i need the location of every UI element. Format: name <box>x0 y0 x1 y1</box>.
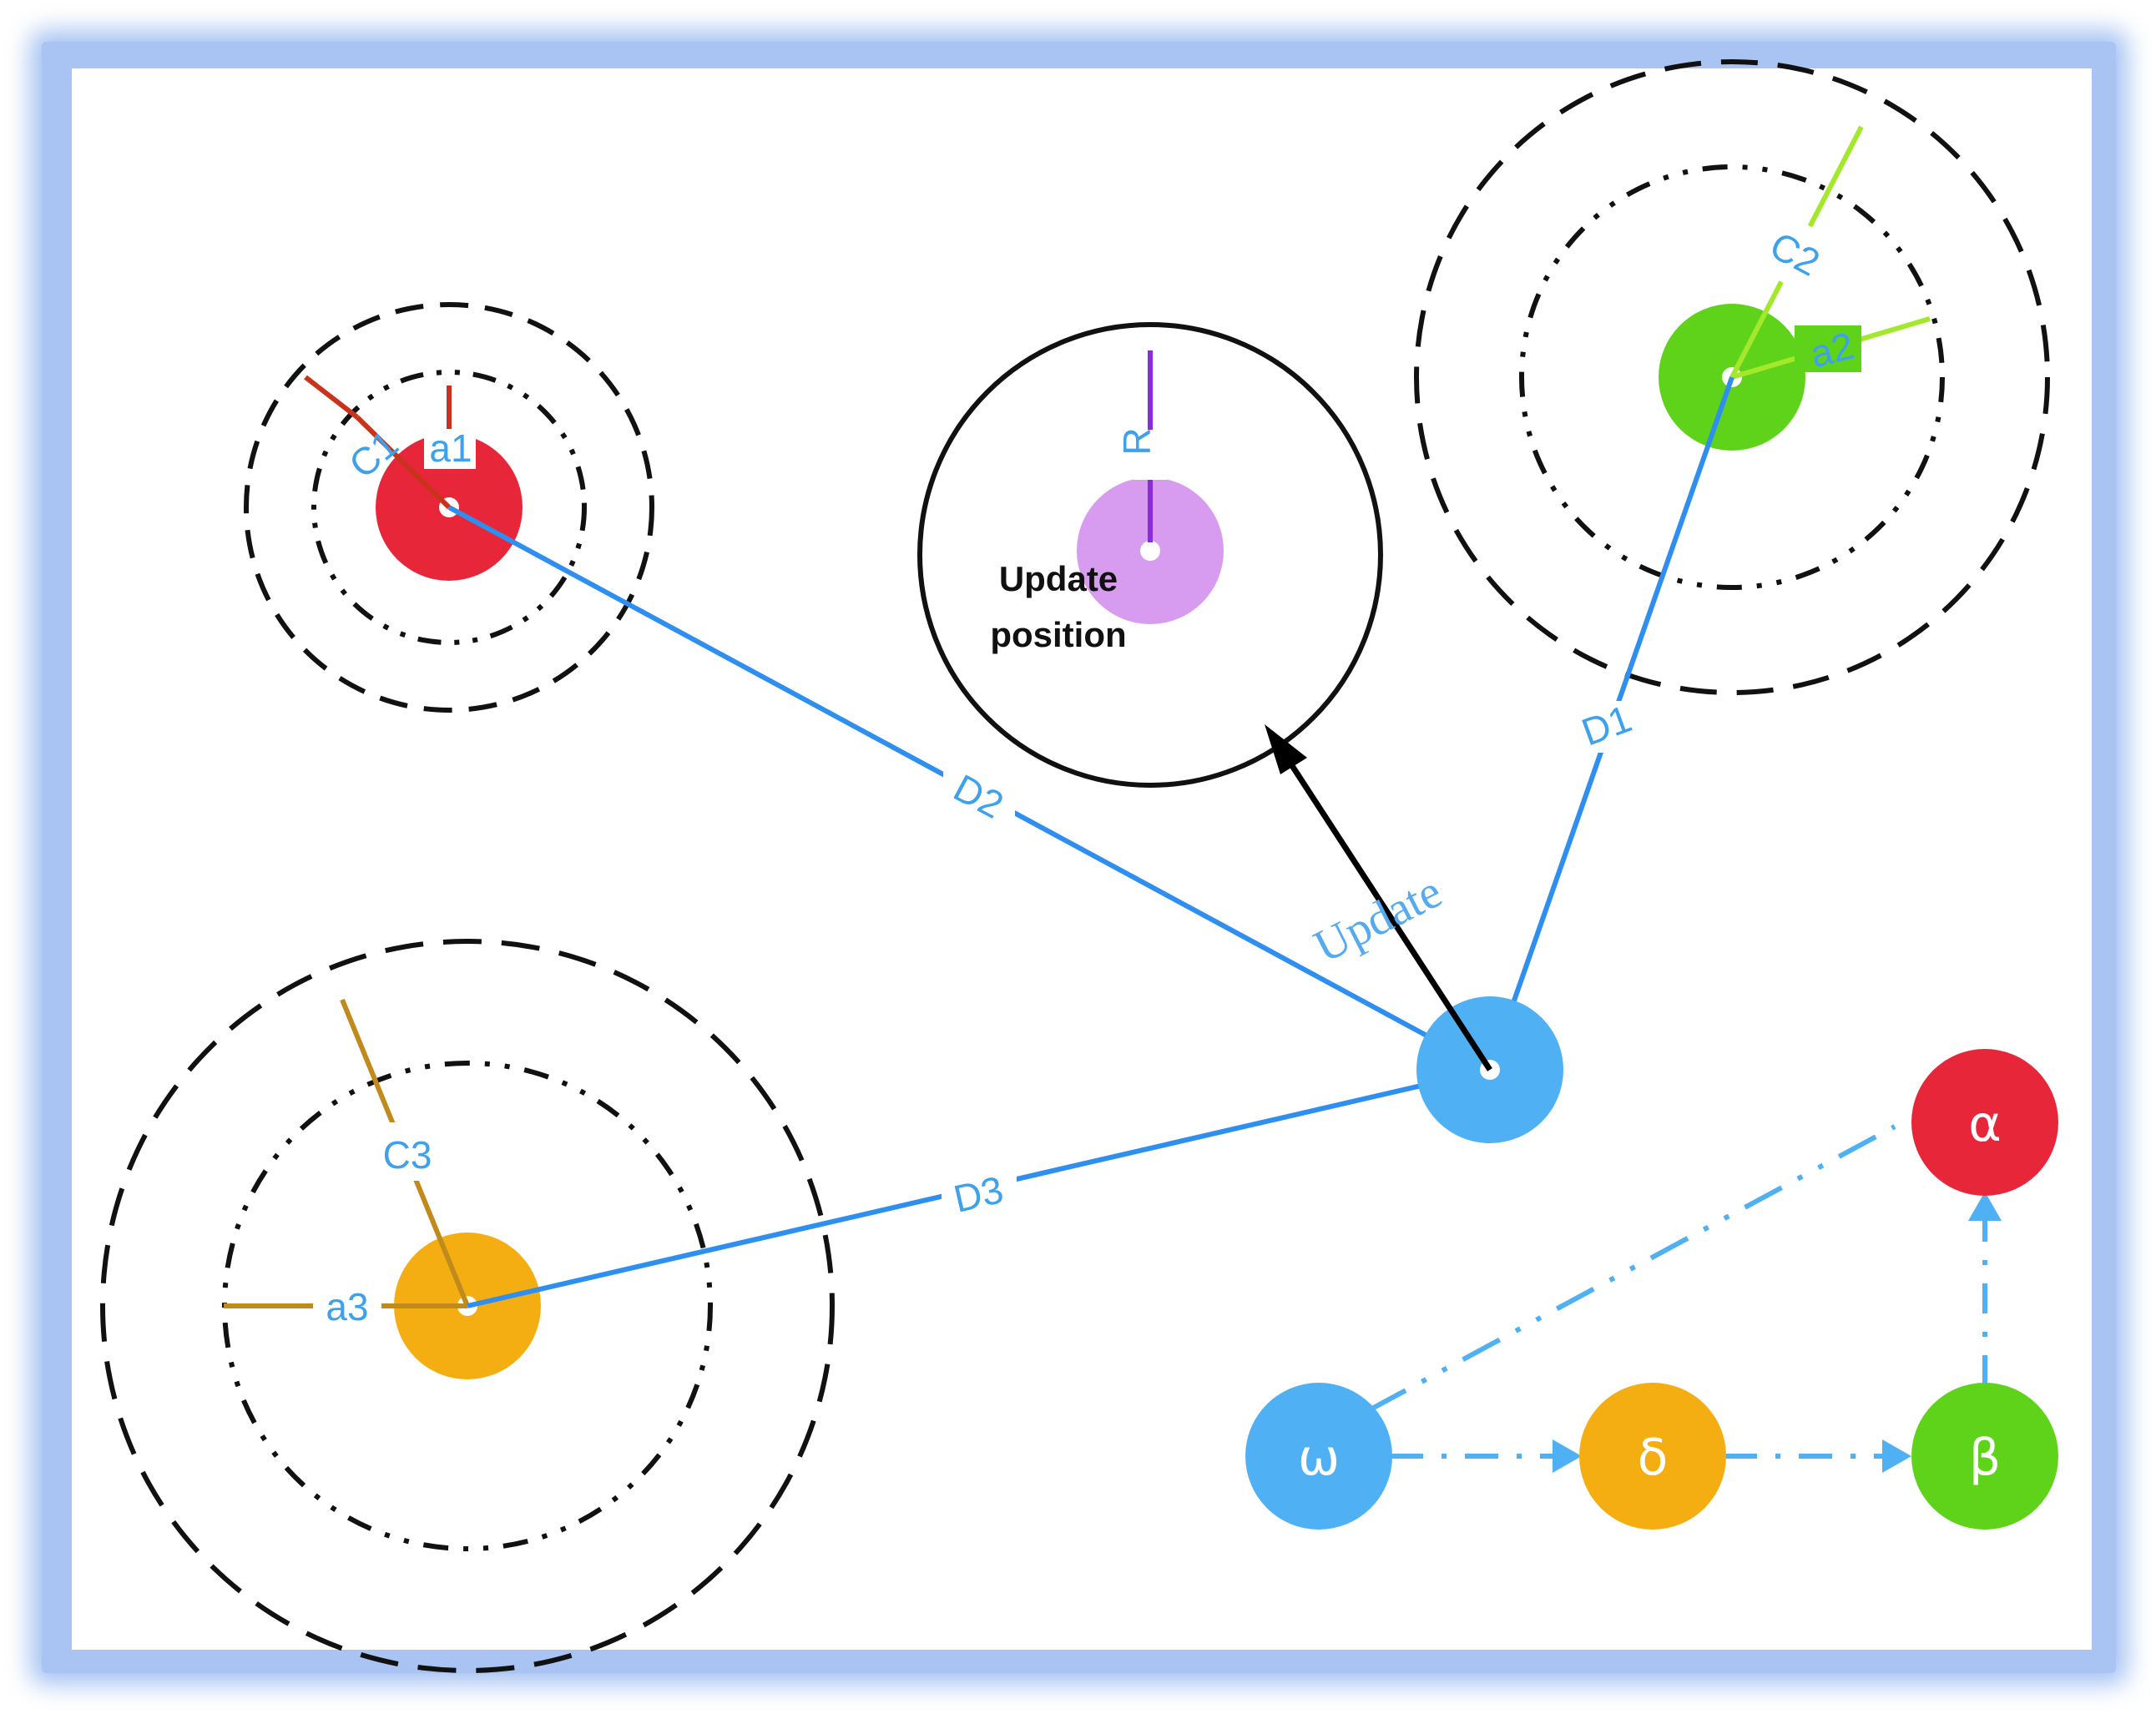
update-label: Update <box>1306 865 1450 973</box>
update-position-line2: position <box>990 615 1126 654</box>
a3-label: a3 <box>326 1285 368 1328</box>
update-region-circle <box>917 322 1383 788</box>
d2-label-bg <box>943 772 1015 824</box>
delta-symbol: δ <box>1638 1429 1669 1487</box>
d3-label: D3 <box>950 1167 1007 1221</box>
beta-symbol: β <box>1969 1429 2001 1487</box>
update-arrowhead <box>1265 724 1307 774</box>
alpha-outer-ring <box>244 302 654 713</box>
a2-label: a2 <box>1806 324 1858 376</box>
updated-wolf-center <box>1140 541 1160 561</box>
a1-label: a1 <box>429 426 472 470</box>
r-label: R <box>1115 427 1159 455</box>
c3-label: C3 <box>383 1133 432 1177</box>
a2-label-bg <box>1795 325 1861 372</box>
alpha-symbol: α <box>1968 1095 2002 1153</box>
delta-outer-ring <box>100 939 835 1673</box>
omega-to-delta-arrowhead <box>1553 1439 1582 1473</box>
beta-inner-ring <box>1519 164 1945 590</box>
a3-label-bg <box>313 1283 381 1330</box>
update-position-line1: Update <box>999 559 1118 598</box>
omega-to-alpha-line <box>1367 1124 1896 1413</box>
distance-lines: D1 D2 D3 <box>447 376 1734 1308</box>
omega-symbol: ω <box>1298 1429 1340 1487</box>
c3-label-bg <box>367 1122 442 1181</box>
hierarchy-legend: ω δ β α <box>1245 1049 2058 1530</box>
d3-label-bg <box>942 1168 1017 1220</box>
r-label-bg <box>1134 430 1167 480</box>
update-arrow <box>1275 741 1492 1071</box>
update-target: R Update position <box>917 322 1383 788</box>
c1-line <box>355 415 452 510</box>
d1-label-bg <box>1573 701 1640 753</box>
alpha-node <box>1911 1049 2058 1196</box>
c1-tick <box>304 375 359 420</box>
delta-to-beta-arrowhead <box>1882 1439 1911 1473</box>
delta-node <box>1579 1383 1726 1530</box>
search-agent: Update <box>1265 724 1563 1143</box>
beta-outer-ring <box>1414 59 2050 695</box>
alpha-inner-ring <box>311 370 587 645</box>
beta-cluster: C2 a2 <box>1414 59 2050 695</box>
omega-node <box>1245 1383 1392 1530</box>
beta-to-alpha-arrowhead <box>1968 1192 2002 1221</box>
a1-label-bg <box>424 429 476 469</box>
c2-label-bg <box>1742 205 1842 299</box>
beta-node <box>1911 1383 2058 1530</box>
